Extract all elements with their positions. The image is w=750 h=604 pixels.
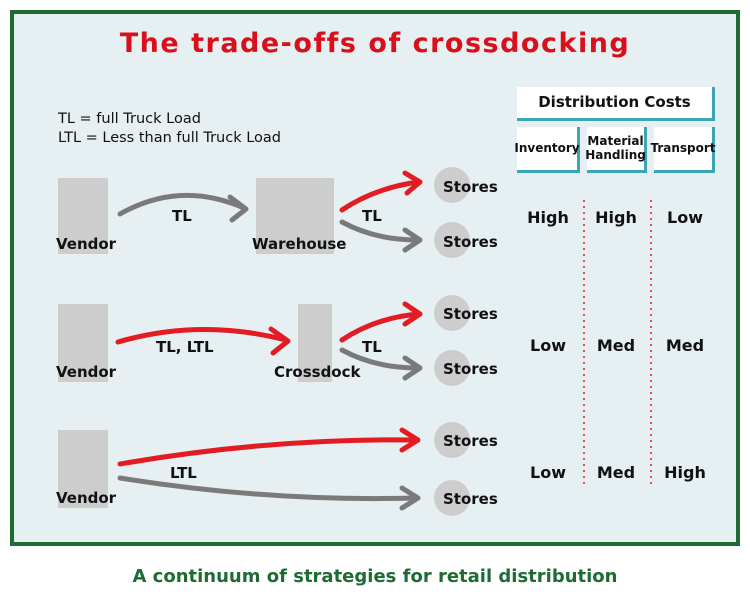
arrow-vendor-store-direct-1-shaft — [117, 437, 419, 467]
vendor-label-3: Vendor — [56, 489, 117, 507]
row1-handling-cost: High — [595, 208, 637, 227]
vendor-label-2: Vendor — [56, 363, 117, 381]
legend-tl: TL = full Truck Load — [58, 111, 201, 127]
store-label-2a: Stores — [443, 305, 498, 323]
arrow-vendor-warehouse-shaft — [117, 192, 247, 217]
row3-inventory-cost: Low — [530, 463, 566, 482]
store-label-1a: Stores — [443, 178, 498, 196]
vendor-label-1: Vendor — [56, 235, 117, 253]
store-label-2b: Stores — [443, 360, 498, 378]
store-label-3a: Stores — [443, 432, 498, 450]
row1-outbound-label: TL — [362, 207, 382, 225]
arrow-vendor-store-direct-1-head — [399, 427, 421, 453]
arrow-vendor-crossdock-shaft — [115, 327, 289, 345]
row2-outbound-label: TL — [362, 338, 382, 356]
column-material-handling: Material Handling — [585, 127, 647, 173]
arrow-crossdock-store-2-shaft — [339, 347, 421, 371]
vendor-box-3 — [58, 430, 108, 508]
vendor-box-1 — [58, 178, 108, 254]
arrow-vendor-store-direct-2-head — [399, 485, 421, 511]
warehouse-label: Warehouse — [252, 235, 347, 253]
arrow-vendor-store-direct-2-shaft — [117, 475, 419, 502]
arrow-crossdock-store-1-shaft — [339, 311, 421, 343]
row1-inventory-cost: High — [527, 208, 569, 227]
row3-handling-cost: Med — [596, 463, 636, 482]
costs-header: Distribution Costs — [517, 87, 715, 121]
arrow-crossdock-store-1-head — [402, 301, 423, 327]
arrow-vendor-crossdock-head — [268, 326, 291, 356]
legend-ltl: LTL = Less than full Truck Load — [58, 130, 282, 146]
arrow-vendor-warehouse-head — [227, 194, 249, 223]
store-circle-2b — [434, 350, 470, 386]
row1-transport-cost: Low — [667, 208, 703, 227]
arrow-warehouse-store-1-shaft — [339, 179, 421, 213]
row3-direct-label: LTL — [170, 464, 197, 482]
column-inventory: Inventory — [514, 127, 580, 173]
diagram-caption: A continuum of strategies for retail dis… — [132, 566, 618, 587]
column-transport: Transport — [650, 127, 716, 173]
store-circle-2a — [434, 295, 470, 331]
crossdock-label: Crossdock — [274, 363, 361, 381]
arrow-warehouse-store-2-shaft — [339, 219, 421, 243]
store-label-1b: Stores — [443, 233, 498, 251]
store-circle-1a — [434, 167, 470, 203]
store-circle-1b — [434, 222, 470, 258]
store-circle-3b — [434, 480, 470, 516]
warehouse-box — [256, 178, 334, 254]
crossdock-box — [298, 304, 332, 382]
row2-handling-cost: Med — [596, 336, 636, 355]
row2-inbound-label: TL, LTL — [156, 338, 214, 356]
vendor-box-2 — [58, 304, 108, 382]
row3-transport-cost: High — [664, 463, 706, 482]
row1-inbound-label: TL — [172, 207, 192, 225]
store-label-3b: Stores — [443, 490, 498, 508]
arrow-warehouse-store-2-head — [402, 227, 423, 253]
arrow-warehouse-store-1-head — [402, 170, 423, 196]
row2-transport-cost: Med — [665, 336, 705, 355]
row2-inventory-cost: Low — [530, 336, 566, 355]
arrow-crossdock-store-2-head — [402, 355, 423, 381]
diagram-title: The trade-offs of crossdocking — [119, 28, 631, 59]
store-circle-3a — [434, 422, 470, 458]
